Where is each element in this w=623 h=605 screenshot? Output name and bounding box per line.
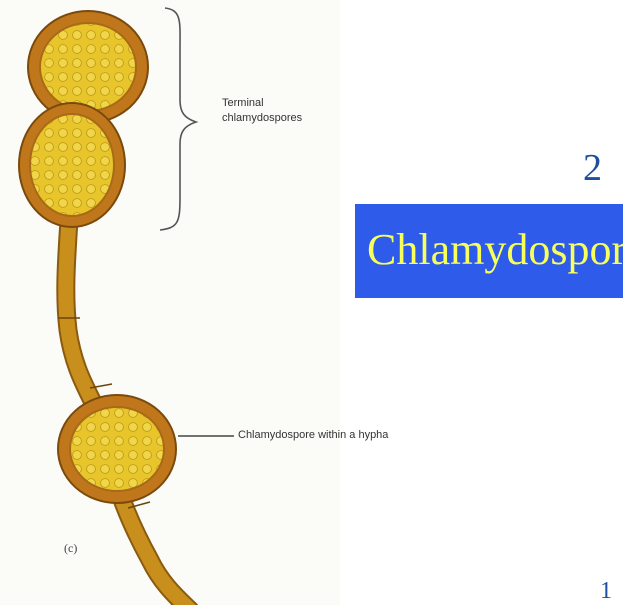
label-line: Terminal <box>222 96 302 111</box>
title-banner: Chlamydospores <box>355 204 623 298</box>
chlamydospore-within-hypha-label: Chlamydospore within a hypha <box>238 429 388 441</box>
slide-number: 2 <box>583 146 602 190</box>
spore-contents <box>70 407 164 491</box>
panel-label: (c) <box>64 541 77 556</box>
spore-contents <box>40 23 136 111</box>
spore-contents <box>30 114 114 216</box>
label-line: chlamydospores <box>222 111 302 126</box>
terminal-chlamydospores-label: Terminal chlamydospores <box>222 96 302 126</box>
slide-title: Chlamydospores <box>367 224 623 275</box>
page-number: 1 <box>600 578 612 605</box>
